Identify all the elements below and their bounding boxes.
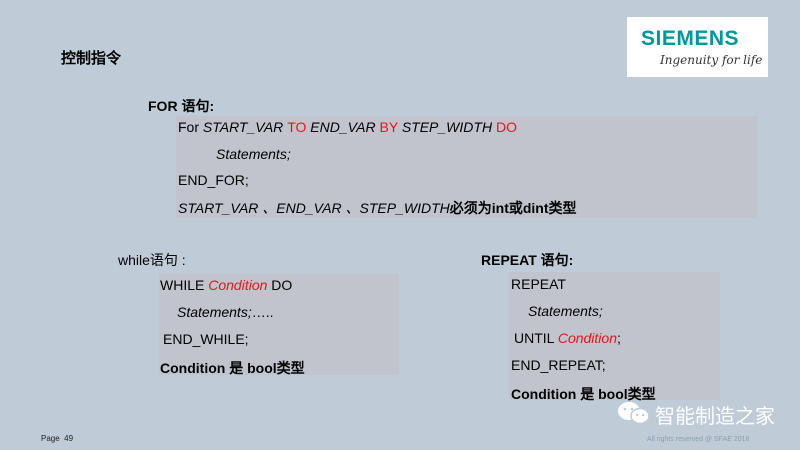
while-line-3: END_WHILE;: [163, 331, 249, 347]
repeat-line-3: UNTIL Condition;: [514, 330, 621, 346]
wechat-icon: [617, 401, 651, 425]
while-heading: while语句 :: [118, 252, 186, 268]
while-code-box: [159, 274, 399, 375]
siemens-logo: SIEMENS Ingenuity for life: [627, 17, 768, 77]
page-number: Page 49: [41, 434, 74, 443]
for-line-3: END_FOR;: [178, 172, 249, 188]
for-line-2: Statements;: [216, 146, 291, 162]
for-line-1: For START_VAR TO END_VAR BY STEP_WIDTH D…: [178, 119, 517, 135]
repeat-line-2: Statements;: [528, 303, 603, 319]
copyright: All rights reserved @ SFAE 2018: [647, 436, 750, 443]
repeat-line-4: END_REPEAT;: [511, 357, 606, 373]
for-heading: FOR 语句:: [148, 98, 215, 114]
repeat-heading: REPEAT 语句:: [481, 252, 574, 268]
logo-tagline: Ingenuity for life: [660, 53, 763, 67]
while-line-1: WHILE Condition DO: [160, 277, 293, 293]
while-line-2: Statements;…..: [177, 304, 274, 320]
page-title: 控制指令: [61, 50, 122, 67]
repeat-code-box: [509, 272, 720, 400]
repeat-line-1: REPEAT: [511, 276, 566, 292]
logo-brand: SIEMENS: [641, 27, 740, 50]
watermark-text: 智能制造之家: [655, 406, 775, 428]
repeat-line-5: Condition 是 bool类型: [511, 386, 656, 402]
for-line-4: START_VAR 、END_VAR 、STEP_WIDTH必须为int或din…: [178, 200, 577, 216]
while-line-4: Condition 是 bool类型: [160, 360, 305, 376]
for-code-box: [176, 116, 757, 218]
